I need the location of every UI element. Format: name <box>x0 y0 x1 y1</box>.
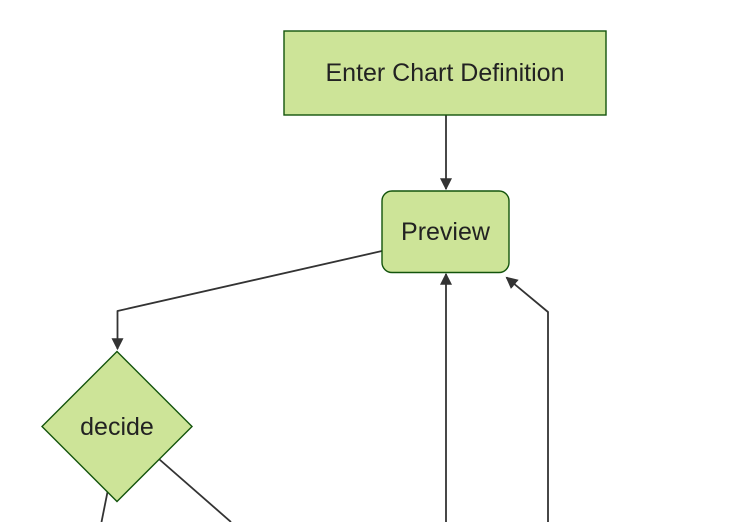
decide-diamond <box>41 350 193 503</box>
node-enter-chart-definition: Enter Chart Definition <box>283 30 607 116</box>
edge-decide-to-offscreen-right <box>158 458 232 522</box>
node-decide: decide <box>41 350 193 503</box>
edge-offscreen-right-to-preview <box>505 276 549 522</box>
preview-label: Preview <box>401 218 491 246</box>
edge-preview-to-decide <box>111 250 383 351</box>
decide-label: decide <box>80 413 154 441</box>
edge-decide-to-offscreen-left <box>100 491 109 522</box>
preview-box <box>381 190 510 274</box>
node-preview: Preview <box>381 190 510 274</box>
enter-chart-definition-label: Enter Chart Definition <box>325 59 564 87</box>
edge-layer <box>100 115 549 522</box>
enter-chart-definition-box <box>283 30 607 116</box>
